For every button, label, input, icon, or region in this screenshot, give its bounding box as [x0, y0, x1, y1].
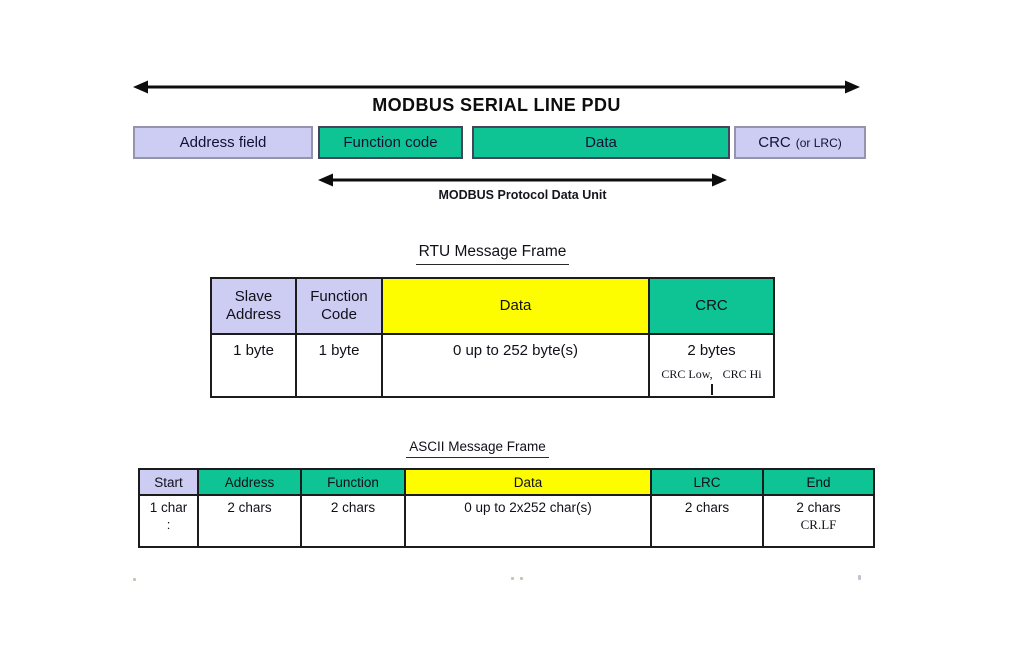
ascii-body-row: 1 char : 2 chars 2 chars 0 up to 2x252 c… — [140, 496, 873, 546]
ascii-header-end-label: End — [806, 474, 831, 490]
serial-line-pdu-span-arrow — [133, 80, 860, 94]
field-box-crc: CRC (or LRC) — [734, 126, 866, 159]
ascii-header-cell-lrc: LRC — [652, 470, 764, 494]
arrow-head-left — [133, 80, 148, 94]
ascii-cell-start-size-text: 1 char — [149, 500, 188, 515]
rtu-header-crc-label: CRC — [695, 297, 728, 314]
ascii-header-function-label: Function — [327, 474, 379, 490]
ascii-cell-start-size: 1 char : — [140, 496, 199, 546]
ascii-header-lrc-label: LRC — [693, 474, 721, 490]
rtu-header-slave-line1: Slave — [234, 288, 273, 305]
ascii-cell-end-size: 2 chars CR.LF — [764, 496, 873, 546]
rtu-cell-slave-size: 1 byte — [212, 335, 297, 396]
field-box-data: Data — [472, 126, 730, 159]
ascii-cell-function-size-text: 2 chars — [330, 500, 376, 515]
ascii-frame-title-text: ASCII Message Frame — [406, 439, 549, 458]
field-box-address-label: Address field — [179, 134, 267, 151]
scan-artifact-dot — [858, 575, 861, 580]
rtu-cell-slave-size-text: 1 byte — [233, 342, 274, 359]
ascii-cell-end-size-text: 2 chars — [796, 500, 841, 515]
rtu-body-row: 1 byte 1 byte 0 up to 252 byte(s) 2 byte… — [212, 335, 773, 396]
rtu-header-cell-data: Data — [383, 279, 650, 333]
rtu-cell-function-size-text: 1 byte — [318, 342, 360, 359]
rtu-crc-hi-label: CRC Hi — [722, 367, 762, 381]
ascii-cell-address-size-text: 2 chars — [227, 500, 272, 515]
scan-artifact-dot — [133, 578, 136, 581]
ascii-cell-address-size: 2 chars — [199, 496, 302, 546]
ascii-header-start-label: Start — [154, 474, 183, 490]
rtu-header-function-line2: Code — [321, 306, 357, 323]
rtu-frame-table: Slave Address Function Code Data CRC 1 b… — [210, 277, 775, 398]
arrow-head-left — [318, 173, 333, 187]
ascii-header-cell-data: Data — [406, 470, 652, 494]
ascii-cell-end-chars: CR.LF — [800, 517, 837, 532]
arrow-head-right — [712, 173, 727, 187]
rtu-cell-data-size-text: 0 up to 252 byte(s) — [452, 342, 579, 359]
rtu-frame-title: RTU Message Frame — [210, 243, 775, 265]
field-box-crc-sublabel: (or LRC) — [795, 135, 842, 150]
field-box-function-code: Function code — [318, 126, 463, 159]
ascii-header-row: Start Address Function Data LRC End — [140, 470, 873, 496]
protocol-data-unit-span-arrow — [318, 173, 727, 187]
rtu-header-function-line1: Function — [310, 288, 368, 305]
rtu-cell-data-size: 0 up to 252 byte(s) — [383, 335, 650, 396]
text-cursor-artifact — [711, 384, 713, 395]
field-box-crc-label: CRC — [758, 134, 791, 151]
ascii-cell-data-size: 0 up to 2x252 char(s) — [406, 496, 652, 546]
ascii-header-address-label: Address — [224, 474, 275, 490]
scan-artifact-dot — [511, 577, 514, 580]
ascii-frame-title: ASCII Message Frame — [80, 439, 875, 458]
field-box-function-code-label: Function code — [343, 134, 438, 151]
rtu-header-cell-crc: CRC — [650, 279, 773, 333]
ascii-cell-start-char: : — [166, 517, 171, 532]
rtu-header-slave-line2: Address — [225, 306, 282, 323]
rtu-cell-crc-size-text: 2 bytes — [687, 342, 736, 359]
scan-artifact-dot — [520, 577, 523, 580]
ascii-cell-lrc-size: 2 chars — [652, 496, 764, 546]
rtu-crc-low-label: CRC Low, — [661, 367, 713, 381]
protocol-data-unit-label: MODBUS Protocol Data Unit — [438, 188, 607, 202]
arrow-head-right — [845, 80, 860, 94]
rtu-header-cell-function-code: Function Code — [297, 279, 383, 333]
ascii-header-cell-address: Address — [199, 470, 302, 494]
page-title: MODBUS SERIAL LINE PDU — [372, 95, 621, 115]
rtu-cell-function-size: 1 byte — [297, 335, 383, 396]
rtu-cell-crc-size: 2 bytes CRC Low, CRC Hi — [650, 335, 773, 396]
ascii-header-data-label: Data — [513, 474, 543, 490]
field-box-address: Address field — [133, 126, 313, 159]
ascii-header-cell-end: End — [764, 470, 873, 494]
rtu-header-cell-slave-address: Slave Address — [212, 279, 297, 333]
ascii-header-cell-start: Start — [140, 470, 199, 494]
ascii-cell-function-size: 2 chars — [302, 496, 406, 546]
rtu-header-row: Slave Address Function Code Data CRC — [212, 279, 773, 335]
field-box-data-label: Data — [585, 134, 617, 151]
ascii-cell-data-size-text: 0 up to 2x252 char(s) — [464, 500, 592, 515]
rtu-header-data-label: Data — [499, 297, 532, 314]
ascii-frame-table: Start Address Function Data LRC End 1 ch… — [138, 468, 875, 548]
rtu-cell-crc-bytes-detail: CRC Low, CRC Hi — [661, 367, 761, 382]
ascii-header-cell-function: Function — [302, 470, 406, 494]
rtu-frame-title-text: RTU Message Frame — [415, 243, 570, 265]
ascii-cell-lrc-size-text: 2 chars — [684, 500, 730, 515]
